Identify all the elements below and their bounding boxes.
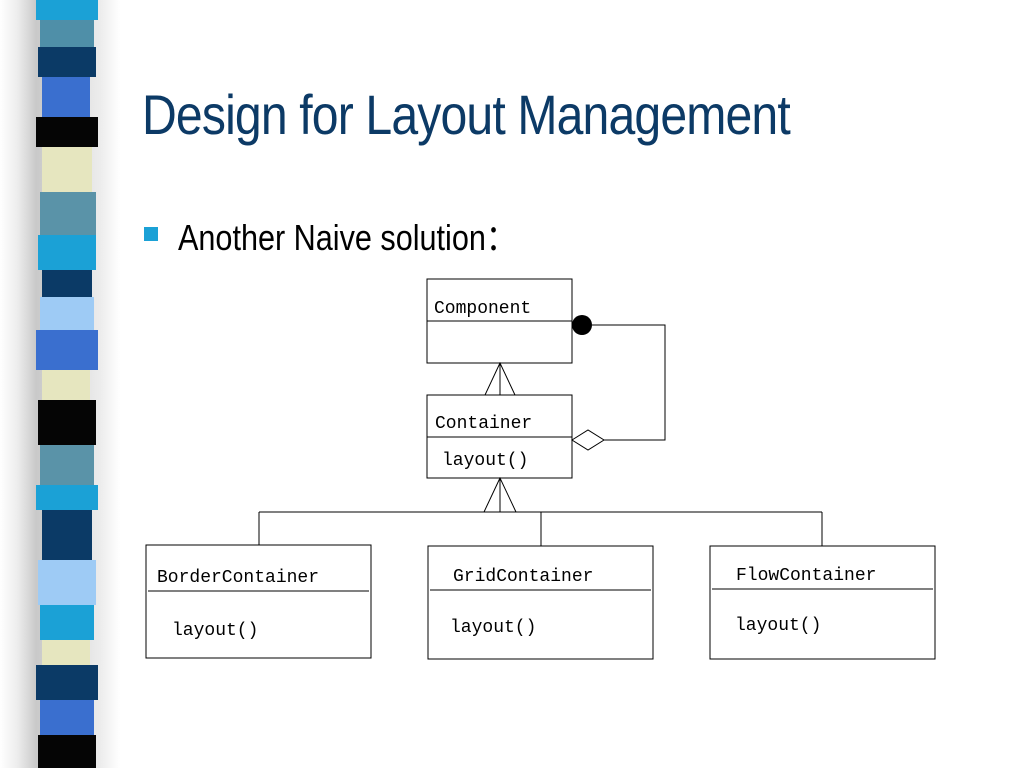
color-stripe [42,147,92,192]
color-stripe [38,560,96,605]
color-stripe [38,400,96,445]
decorative-side-bar [0,0,120,768]
border-container-method: layout() [172,621,258,641]
many-multiplicity-dot [572,315,592,335]
container-method: layout() [442,451,528,471]
container-name: Container [435,414,532,434]
bullet-square-icon [144,227,158,241]
slide-title: Design for Layout Management [142,83,791,146]
bullet-text: Another Naive solution： [178,217,517,258]
color-stripe [38,235,96,270]
color-stripe [40,297,94,330]
color-stripe [40,20,94,47]
color-stripe [42,640,90,665]
color-stripe [40,192,96,235]
color-stripe [36,0,98,20]
component-name: Component [434,299,531,319]
color-stripe [36,330,98,370]
color-stripe [38,735,96,768]
color-stripe [40,445,94,485]
color-stripe [42,77,90,117]
color-stripe [40,700,94,735]
color-stripe [36,485,98,510]
grid-container-method: layout() [450,618,536,638]
color-stripe [36,117,98,147]
color-stripe [36,665,98,700]
flow-container-name: FlowContainer [736,566,876,586]
aggregation-line [592,324,666,441]
flow-container-method: layout() [735,616,821,636]
color-stripes [36,0,98,768]
flow-container-class-box [709,545,936,660]
grid-container-class-box [427,545,654,660]
color-stripe [42,370,90,400]
grid-container-name: GridContainer [453,567,593,587]
color-stripe [40,605,94,640]
color-stripe [42,270,92,297]
aggregation-diamond [571,429,605,451]
border-container-class-box [145,544,372,659]
border-container-name: BorderContainer [157,568,319,588]
color-stripe [38,47,96,77]
color-stripe [42,510,92,560]
